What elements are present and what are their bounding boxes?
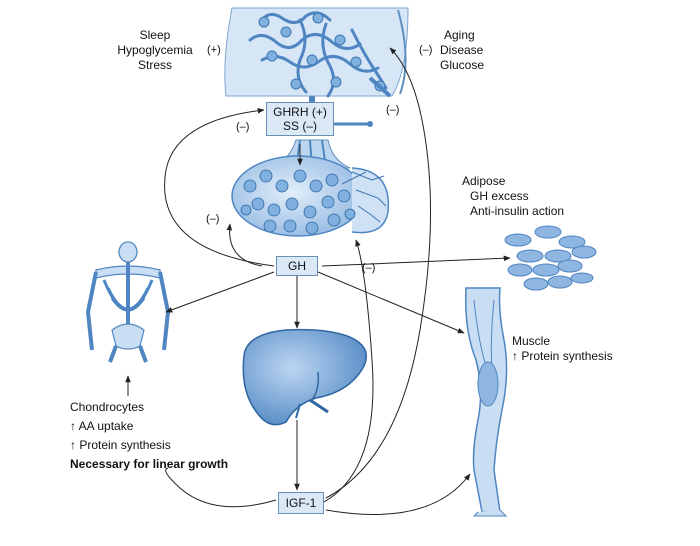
adipose-label: Adipose GH excess Anti-insulin action [462,174,564,219]
skeleton-illustration [85,241,171,363]
gh-box: GH [276,256,318,276]
stimulus-hypoglycemia: Hypoglycemia [117,43,193,57]
pituitary-illustration [231,139,390,237]
feedback-sign-left-loop: (–) [236,121,250,133]
chondrocytes-title: Chondrocytes [70,400,145,414]
adipose-line1: GH excess [470,189,529,203]
igf1-box: IGF-1 [278,492,324,514]
feedback-sign-igf-return: (–) [362,262,376,274]
chondrocytes-line2: ↑ Protein synthesis [70,438,171,452]
hypothalamus-inhibitors: Aging Disease Glucose [440,28,484,73]
adipose-line2: Anti-insulin action [470,204,565,218]
ghrh-label: GHRH (+) [273,105,327,119]
hypothalamus-illustration [224,7,409,127]
stimulus-sleep: Sleep [139,28,171,42]
chondrocytes-line1: ↑ AA uptake [70,419,134,433]
inhibitor-glucose: Glucose [440,58,485,72]
chondrocytes-emphasis: Necessary for linear growth [70,457,229,471]
feedback-sign-pituitary: (–) [206,213,220,225]
pathway-arrows [125,47,511,515]
muscle-illustration [464,287,508,517]
muscle-line1: ↑ Protein synthesis [512,349,613,363]
adipose-illustration [504,225,597,291]
muscle-label: Muscle ↑ Protein synthesis [512,334,613,364]
stimulus-stress: Stress [137,58,172,72]
muscle-title: Muscle [512,334,551,348]
ss-label: SS (–) [282,119,317,133]
liver-illustration [242,328,367,426]
hypothalamus-hormone-box: GHRH (+) SS (–) [266,102,334,136]
inhibitor-disease: Disease [440,43,484,57]
adipose-title: Adipose [462,174,506,188]
inhibitor-sign: (–) [419,44,433,56]
chondrocytes-label: Chondrocytes ↑ AA uptake ↑ Protein synth… [70,400,228,472]
inhibitor-aging: Aging [444,28,475,42]
hypothalamus-stimuli: Sleep Hypoglycemia Stress [104,28,206,73]
feedback-sign-right-top: (–) [386,104,400,116]
stimulus-sign: (+) [207,44,221,56]
